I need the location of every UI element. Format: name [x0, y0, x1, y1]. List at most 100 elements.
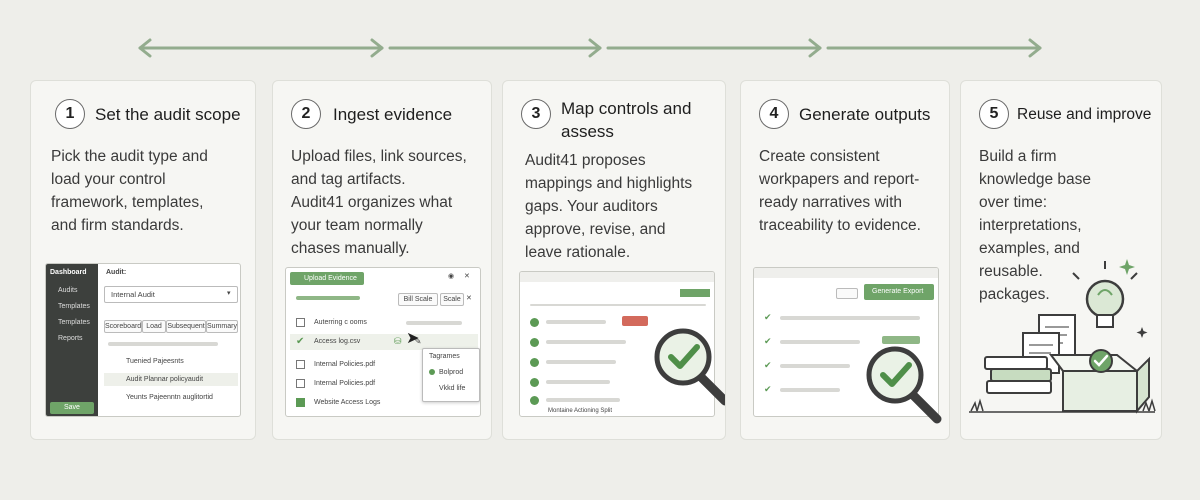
sidebar-item-reports[interactable]: Reports — [58, 335, 83, 342]
step-number-2: 2 — [291, 99, 321, 129]
upload-evidence-button[interactable]: Upload Evidence — [290, 272, 364, 285]
table-row[interactable]: Tuenied Pajeesnts — [126, 358, 184, 365]
step-title-1: Set the audit scope — [95, 105, 241, 124]
step-number-3: 3 — [521, 99, 551, 129]
file-item[interactable]: Website Access Logs — [314, 399, 381, 406]
sidebar-item-templates-2[interactable]: Templates — [58, 319, 90, 326]
placeholder-bar — [406, 321, 462, 325]
step-number-4: 4 — [759, 99, 789, 129]
step-card-2: 2 Ingest evidence Upload files, link sou… — [272, 80, 492, 440]
step-title-5: Reuse and improve — [1017, 106, 1152, 123]
progress-bar — [296, 296, 360, 300]
outputs-mockup: Generate Export ✔ ✔ ✔ ✔ — [753, 267, 939, 417]
check-icon — [530, 358, 539, 367]
placeholder-bar — [780, 364, 850, 368]
file-item[interactable]: Internal Policies.pdf — [314, 361, 376, 368]
checkbox[interactable] — [296, 318, 305, 327]
sidebar-item-audits[interactable]: Audits — [58, 287, 78, 294]
window-titlebar — [754, 268, 938, 278]
step-number-5: 5 — [979, 99, 1009, 129]
placeholder-bar — [780, 340, 860, 344]
check-icon: ✔ — [764, 384, 772, 394]
window-titlebar — [520, 272, 714, 282]
tab-subsequent[interactable]: Subsequent — [166, 320, 206, 333]
help-icon: ◉ — [448, 273, 455, 280]
tab-scoreboard[interactable]: Scoreboard — [104, 320, 142, 333]
popup-option[interactable]: Vkkd life — [439, 385, 466, 392]
placeholder-bar — [546, 340, 626, 344]
popup-option[interactable]: Bolprod — [439, 369, 464, 376]
placeholder-bar — [546, 380, 610, 384]
check-icon: ✔ — [764, 312, 772, 322]
placeholder-bar — [546, 398, 620, 402]
cursor-icon: ➤ — [406, 330, 420, 347]
step-number-1: 1 — [55, 99, 85, 129]
file-item[interactable]: Internal Policies.pdf — [314, 380, 376, 387]
audit-header: Audit: — [106, 269, 127, 276]
lightbulb-icon — [1072, 259, 1148, 338]
check-icon: ✔ — [296, 336, 305, 347]
close-icon[interactable]: ✕ — [464, 273, 470, 280]
magnifier-check-icon — [654, 328, 725, 406]
table-row-highlight — [104, 373, 238, 386]
sidebar-item-templates[interactable]: Templates — [58, 303, 90, 310]
close-icon[interactable]: ✕ — [466, 295, 472, 302]
toggle-button[interactable] — [836, 288, 858, 299]
edit-icon[interactable]: ✎ — [414, 336, 422, 346]
generate-export-button[interactable]: Generate Export — [864, 284, 934, 300]
chevron-down-icon: ▾ — [227, 290, 231, 297]
table-row[interactable]: Audit Plannar policyaudit — [126, 376, 204, 383]
check-icon: ✔ — [764, 336, 772, 346]
check-icon — [530, 396, 539, 405]
mock-sidebar — [46, 264, 98, 416]
evidence-mockup: Upload Evidence ◉ ✕ Bill Scale Scale ✕ A… — [285, 267, 481, 417]
status-badge — [882, 336, 920, 344]
check-icon — [530, 338, 539, 347]
audit-type-select[interactable]: Internal Audit ▾ — [104, 286, 238, 303]
placeholder-bar — [546, 360, 616, 364]
selected-file-row — [290, 334, 478, 350]
tab-load[interactable]: Load — [142, 320, 166, 333]
package-box-icon — [1049, 349, 1150, 414]
placeholder-bar — [530, 304, 706, 306]
checkbox-checked[interactable] — [296, 398, 305, 407]
step-title-2: Ingest evidence — [333, 105, 453, 124]
checkbox[interactable] — [296, 379, 305, 388]
tab-summary[interactable]: Summary — [206, 320, 238, 333]
check-icon — [530, 318, 539, 327]
tag-popup: Tagrames Bolprod Vkkd life — [422, 348, 480, 402]
sidebar-item-dashboard[interactable]: Dashboard — [50, 269, 87, 276]
check-icon: ✔ — [764, 360, 772, 370]
step-title-4: Generate outputs — [799, 105, 931, 124]
knowledge-base-illustration — [969, 259, 1156, 414]
audit-scope-mockup: Dashboard Audits Templates Templates Rep… — [45, 263, 241, 417]
step-body-2: Upload files, link sources,and tag artif… — [291, 148, 467, 257]
placeholder-bar — [780, 316, 920, 320]
file-item[interactable]: Access log.csv — [314, 338, 361, 345]
tag-icon: ⛁ — [394, 336, 402, 346]
bill-scale-button[interactable]: Bill Scale — [398, 293, 438, 306]
magnifier-check-icon — [866, 346, 942, 424]
table-header: Auterring c ooms — [314, 319, 367, 326]
progress-bar — [680, 289, 710, 297]
step-card-1: 1 Set the audit scope Pick the audit typ… — [30, 80, 256, 440]
check-icon — [530, 378, 539, 387]
save-button[interactable]: Save — [50, 402, 94, 414]
gap-badge — [622, 316, 648, 326]
popup-title: Tagrames — [429, 353, 460, 360]
table-row[interactable]: Yeunts Pajeenntn auglitortid — [126, 394, 213, 401]
checkbox[interactable] — [296, 360, 305, 369]
scale-button[interactable]: Scale — [440, 293, 464, 306]
placeholder-bar — [108, 342, 218, 346]
footer-text: Montaine Actioning Split — [548, 408, 613, 414]
selected-dot — [429, 369, 435, 375]
placeholder-bar — [546, 320, 606, 324]
